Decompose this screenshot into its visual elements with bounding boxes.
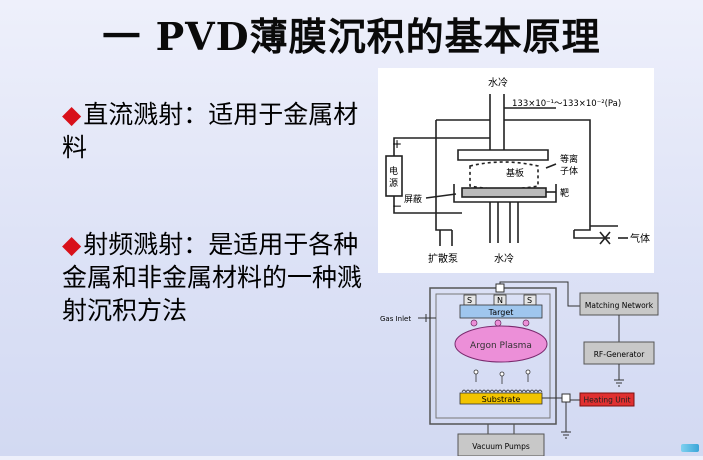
shield: [453, 184, 557, 203]
power-wire-plus: [393, 137, 490, 156]
shield-label: 屏蔽: [404, 193, 422, 205]
heating-unit-box: [579, 392, 635, 407]
dc-sputtering-diagram: 水冷 133×10⁻¹～133×10⁻²(Pa) + − 电 源 基板 等离 子…: [378, 68, 654, 273]
ion-dot: [522, 319, 530, 327]
gas-label: 气体: [630, 232, 650, 245]
atom-dot: [525, 369, 531, 375]
plasma-label: Argon Plasma: [470, 341, 532, 351]
plasma-region: [469, 161, 539, 190]
atom-arrows: [475, 374, 529, 384]
matching-network-label: Matching Network: [585, 301, 654, 310]
pump-port: [439, 230, 453, 246]
target-label: 靶: [560, 187, 569, 199]
chamber-left-wall: [435, 120, 452, 231]
vacuum-pumps-label: Vacuum Pumps: [472, 442, 530, 451]
pressure-label: 133×10⁻¹～133×10⁻²(Pa): [512, 99, 621, 109]
power-label-2: 源: [389, 178, 398, 189]
rf-generator-label: RF-Generator: [594, 350, 646, 359]
pump-label: 扩散泵: [428, 252, 458, 265]
minus-sign: −: [392, 199, 402, 213]
top-feedthrough: [489, 94, 505, 150]
target-plate: [461, 187, 547, 198]
ground-symbol-chamber: [561, 402, 571, 439]
power-label-1: 电: [389, 165, 398, 177]
target-plate: [459, 304, 543, 319]
top-cooling-label: 水冷: [488, 76, 508, 89]
pump-duct: [487, 424, 515, 434]
heater-wire: [542, 397, 580, 401]
rf-sputtering-diagram: S N S Target Argon Plasma Substrate Gas …: [378, 278, 663, 457]
substrate-holder: [457, 149, 549, 161]
dc-diagram-svg: 水冷 133×10⁻¹～133×10⁻²(Pa) + − 电 源 基板 等离 子…: [385, 76, 650, 265]
deposited-film: [461, 389, 543, 393]
shield-leader: [425, 193, 457, 199]
chamber-outer: [429, 287, 557, 425]
bullet-text: 直流溅射：适用于金属材料: [62, 100, 359, 162]
gas-line: [573, 230, 610, 239]
gas-inlet-label: Gas Inlet: [380, 315, 411, 323]
magnet-s-right-label: S: [527, 296, 532, 305]
plasma-label-1: 等离: [560, 153, 578, 165]
magnet-s-left-label: S: [467, 296, 472, 305]
argon-plasma: [454, 325, 548, 363]
ion-dot: [494, 319, 502, 327]
power-wire-minus: [393, 196, 462, 214]
heater-feedthrough: [561, 393, 571, 403]
plasma-leader: [545, 163, 557, 169]
diamond-bullet-icon: ◆: [62, 230, 82, 259]
gas-valve: [599, 231, 611, 245]
chamber-top-right: [504, 119, 591, 231]
plasma-label-2: 子体: [560, 165, 578, 177]
substrate-label: Substrate: [482, 395, 521, 404]
bullet-dc-sputtering: ◆直流溅射：适用于金属材料: [62, 98, 372, 164]
gas-inlet-line: [418, 314, 436, 322]
target-label: Target: [488, 308, 514, 317]
rf-diagram-svg: S N S Target Argon Plasma Substrate Gas …: [380, 281, 659, 457]
atom-dot: [499, 371, 505, 377]
diamond-bullet-icon: ◆: [62, 100, 82, 129]
target-stem: [489, 202, 519, 243]
substrate-label: 基板: [506, 167, 524, 179]
ion-dot: [470, 319, 478, 327]
bullet-text: 射频溅射：是适用于各种金属和非金属材料的一种溅射沉积方法: [62, 230, 363, 325]
plus-sign: +: [392, 137, 402, 151]
bottom-cooling-label: 水冷: [494, 252, 514, 265]
rf-feedthrough: [495, 283, 505, 293]
page-title: 一 PVD薄膜沉积的基本原理: [102, 14, 601, 59]
ground-symbol-rf: [614, 364, 624, 387]
atom-dot: [473, 369, 479, 375]
decorative-corner-icon: [681, 444, 699, 452]
chamber-inner: [435, 293, 551, 419]
heating-unit-label: Heating Unit: [583, 396, 630, 405]
bullet-rf-sputtering: ◆射频溅射：是适用于各种金属和非金属材料的一种溅射沉积方法: [62, 228, 372, 327]
magnet-n-label: N: [497, 296, 503, 305]
